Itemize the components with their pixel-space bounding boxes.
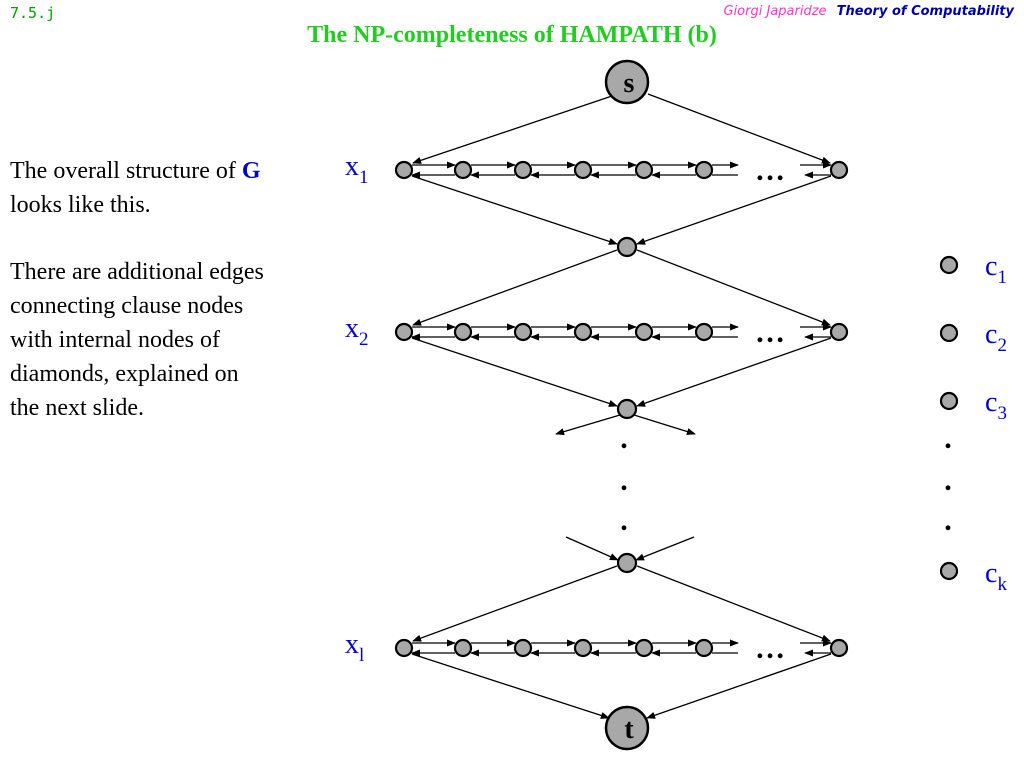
clause-label-c1: c1 (985, 251, 1007, 288)
diamond-edge (411, 175, 618, 245)
clause-label-c3: c3 (985, 387, 1007, 424)
diamond-edge (636, 337, 832, 407)
header-course: Theory of Computability (836, 4, 1014, 19)
separator-node (616, 236, 638, 258)
paragraph-structure-text: The overall structure of (10, 158, 242, 184)
diamond-edge (636, 249, 831, 326)
diamond-edge (412, 95, 613, 164)
row-node (634, 160, 654, 180)
row-node (394, 160, 414, 180)
clause-node (939, 391, 959, 411)
row-node (573, 160, 593, 180)
diamond-edge (565, 536, 619, 561)
vertical-dot: . (620, 464, 628, 497)
graph-g-label: G (241, 158, 261, 184)
row-node (394, 322, 414, 342)
slide-title: The NP-completeness of HAMPATH (b) (307, 22, 717, 48)
row-node (513, 160, 533, 180)
paragraph-structure: The overall structure of G looks like th… (10, 154, 270, 222)
row-node (694, 638, 714, 658)
diamond-edge (411, 337, 618, 407)
header-credits: Giorgi Japaridze Theory of Computability (724, 4, 1015, 19)
separator-node (616, 398, 638, 420)
diamond-edge (647, 93, 831, 164)
diamond-edge (412, 249, 618, 326)
end-node-label: t (624, 714, 634, 745)
row-node (573, 322, 593, 342)
start-node (604, 59, 650, 105)
row-node (829, 638, 849, 658)
separator-node (616, 552, 638, 574)
row-node (694, 160, 714, 180)
clause-label-c2: c2 (985, 319, 1007, 356)
row-node (829, 322, 849, 342)
diamond-edge (633, 414, 696, 436)
diamond-edge (636, 175, 832, 245)
vertical-dot: . (944, 464, 952, 497)
row-node (394, 638, 414, 658)
vertical-dot: . (620, 422, 628, 455)
row-node (634, 638, 654, 658)
row-node (513, 638, 533, 658)
start-node-label: s (624, 68, 635, 99)
clause-node (939, 255, 959, 275)
graph-labels: s t x1 x2 xl … … … . . . . . . c1 c2 c3 … (345, 68, 1007, 745)
header-author: Giorgi Japaridze (723, 4, 827, 19)
vertical-dot: . (620, 504, 628, 537)
variable-label-x2: x2 (345, 313, 369, 350)
diamond-edge (635, 536, 695, 561)
row-node (513, 322, 533, 342)
row-node (453, 322, 473, 342)
diamond-edge (646, 653, 832, 719)
row-ellipsis: … (755, 632, 785, 665)
diamond-edge (411, 653, 610, 719)
variable-label-x1: x1 (345, 151, 369, 188)
graph-edges (411, 93, 832, 719)
body-text: The overall structure of G looks like th… (10, 154, 270, 458)
row-node (573, 638, 593, 658)
row-node (634, 322, 654, 342)
paragraph-structure-text-end: looks like this. (10, 192, 151, 218)
clause-node (939, 323, 959, 343)
diamond-edge (412, 565, 618, 642)
row-node (453, 638, 473, 658)
vertical-dot: . (944, 422, 952, 455)
slide-number: 7.5.j (10, 4, 56, 22)
vertical-dot: . (944, 504, 952, 537)
diamond-edge (636, 565, 831, 642)
graph-nodes (394, 59, 959, 751)
row-node (829, 160, 849, 180)
clause-label-ck: ck (985, 558, 1007, 595)
row-node (694, 322, 714, 342)
row-node (453, 160, 473, 180)
variable-label-xl: xl (345, 629, 364, 666)
paragraph-additional-edges: There are additional edges connecting cl… (10, 259, 264, 421)
row-ellipsis: … (755, 316, 785, 349)
diamond-edge (555, 414, 621, 436)
end-node (604, 705, 650, 751)
row-ellipsis: … (755, 154, 785, 187)
clause-node (939, 561, 959, 581)
